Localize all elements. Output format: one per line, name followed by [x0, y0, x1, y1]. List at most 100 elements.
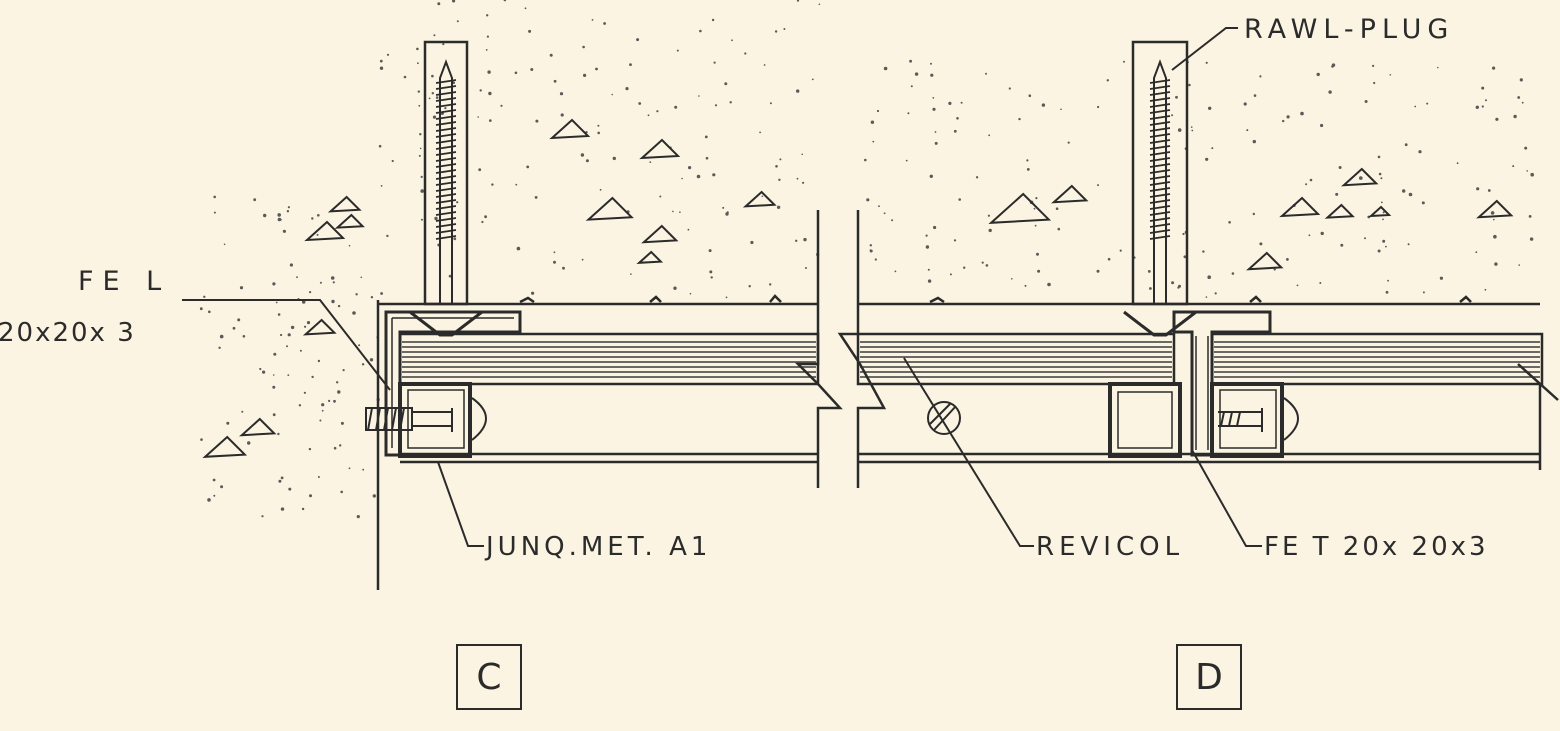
screw-thread — [1149, 187, 1171, 192]
speckle-dot — [776, 205, 781, 209]
speckle-dot — [553, 251, 556, 254]
speckle-dot — [708, 249, 712, 253]
speckle-dot — [330, 276, 335, 280]
speckle-dot — [417, 90, 420, 93]
speckle-dot — [778, 178, 781, 181]
speckle-dot — [987, 214, 991, 217]
speckle-dot — [1331, 65, 1334, 68]
speckle-dot — [432, 115, 437, 119]
aggregate-stone — [202, 435, 248, 458]
speckle-dot — [1373, 81, 1376, 85]
speckle-dot — [321, 409, 324, 412]
speckle-dot — [419, 133, 422, 136]
speckle-dot — [681, 177, 683, 180]
speckle-dot — [237, 318, 241, 322]
speckle-dot — [1067, 141, 1070, 144]
speckle-dot — [1490, 211, 1495, 215]
speckle-dot — [1518, 264, 1520, 266]
speckle-dot — [638, 102, 642, 105]
speckle-dot — [907, 112, 910, 115]
speckle-dot — [647, 114, 650, 117]
speckle-dot — [1426, 102, 1429, 105]
speckle-dot — [1211, 147, 1214, 150]
speckle-dot — [705, 156, 709, 160]
screw-thread — [435, 163, 457, 168]
screw-thread — [435, 169, 457, 174]
screw-thread — [1149, 127, 1171, 132]
speckle-dot — [304, 325, 307, 328]
speckle-dot — [722, 206, 725, 209]
speckle-dot — [779, 158, 782, 161]
speckle-dot — [1171, 281, 1175, 285]
speckle-dot — [1319, 282, 1322, 284]
speckle-dot — [801, 153, 803, 156]
speckle-dot — [775, 165, 778, 168]
speckle-dot — [1028, 94, 1032, 97]
speckle-dot — [796, 0, 800, 2]
screw-thread — [435, 187, 457, 192]
speckle-dot — [1207, 275, 1211, 280]
speckle-dot — [1377, 249, 1381, 253]
speckle-dot — [379, 59, 383, 63]
speckle-dot — [1036, 252, 1039, 256]
speckle-dot — [370, 296, 374, 299]
speckle-dot — [296, 276, 298, 279]
speckle-dot — [1524, 146, 1528, 150]
speckle-dot — [1308, 234, 1311, 237]
speckle-dot — [534, 196, 538, 199]
speckle-dot — [1492, 66, 1496, 70]
speckle-dot — [688, 166, 692, 170]
speckle-dot — [303, 391, 306, 394]
speckle-dot — [301, 507, 305, 511]
speckle-dot — [949, 273, 952, 276]
speckle-dot — [612, 156, 616, 161]
speckle-dot — [1228, 221, 1231, 224]
speckle-dot — [1408, 192, 1413, 197]
speckle-dot — [1171, 114, 1174, 117]
speckle-dot — [434, 216, 438, 221]
speckle-dot — [308, 447, 312, 451]
lower-rails — [400, 363, 1559, 470]
screw-thread — [435, 127, 457, 132]
speckle-dot — [360, 276, 363, 279]
speckle-dot — [380, 292, 383, 295]
speckle-dot — [417, 62, 419, 65]
screw-thread — [1149, 109, 1171, 114]
speckle-dot — [1421, 201, 1425, 205]
speckle-dot — [611, 93, 613, 96]
speckle-dot — [1389, 74, 1392, 76]
speckle-dot — [311, 375, 314, 379]
speckle-dot — [930, 73, 934, 77]
speckle-dot — [932, 107, 936, 111]
speckle-dot — [673, 286, 677, 290]
junquillo-profile-right-a — [1108, 382, 1182, 458]
speckle-dot — [599, 188, 602, 191]
speckle-dot — [242, 335, 246, 338]
speckle-dot — [378, 144, 382, 148]
speckle-dot — [1530, 172, 1534, 177]
speckle-dot — [659, 195, 662, 198]
speckle-dot — [929, 174, 933, 178]
speckle-dot — [870, 120, 875, 124]
speckle-dot — [1107, 257, 1111, 261]
speckle-dot — [883, 66, 888, 71]
aggregate-stone — [1324, 203, 1355, 219]
speckle-dot — [280, 507, 285, 511]
speckle-dot — [1340, 243, 1344, 247]
speckle-dot — [963, 266, 966, 269]
screw-thread — [1149, 193, 1171, 198]
speckle-dot — [232, 326, 236, 330]
speckle-dot — [805, 267, 807, 269]
rawl-plug-left — [409, 40, 483, 337]
speckle-dot — [1422, 291, 1425, 294]
speckle-dot — [714, 104, 718, 107]
speckle-dot — [420, 189, 425, 193]
speckle-dot — [488, 91, 492, 96]
speckle-dot — [1024, 284, 1027, 287]
speckle-dot — [1252, 139, 1257, 144]
screw-thread — [435, 223, 457, 228]
screw-thread — [1149, 223, 1171, 228]
speckle-dot — [672, 210, 674, 213]
speckle-dot — [213, 195, 216, 199]
speckle-dot — [287, 374, 290, 376]
